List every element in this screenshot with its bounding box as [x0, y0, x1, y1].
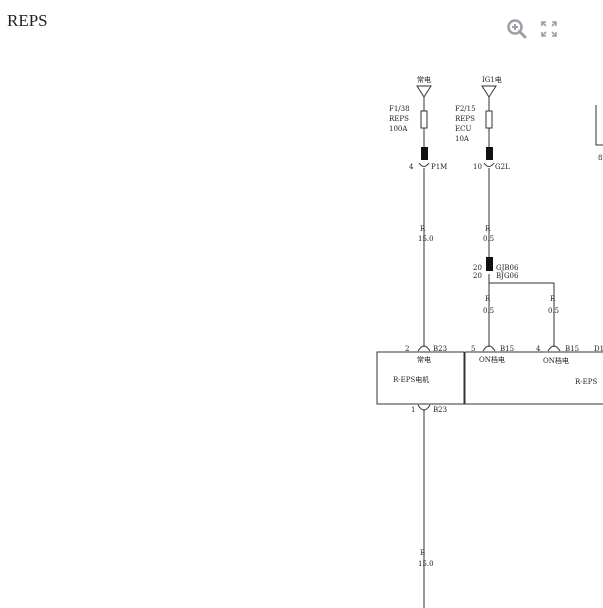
connector-p1m-shape: [418, 162, 430, 167]
fuse-1-line1: F1/38: [389, 105, 410, 113]
splice-gjb06: [486, 257, 493, 271]
fuse-2-line3: ECU: [455, 125, 471, 133]
wire-3-color: R: [485, 295, 491, 303]
wire-4-size: 0.5: [548, 307, 559, 315]
b15-a-name: B15: [500, 345, 514, 353]
fuse-2-line1: F2/15: [455, 105, 476, 113]
b15-b-pin: 4: [536, 345, 541, 353]
partial-box: [595, 105, 603, 146]
b23-top-label: 常电: [417, 355, 431, 364]
fuse-2-line4: 10A: [455, 135, 470, 143]
b15-b-label: ON档电: [543, 356, 569, 365]
fuse-1: [420, 110, 428, 129]
connector-b23-bottom-shape: [417, 404, 431, 411]
power-arrow-1: [416, 85, 432, 98]
connector-p1m-name: P1M: [431, 163, 447, 171]
fullscreen-button[interactable]: [538, 18, 560, 40]
connector-p1m-pin: 4: [409, 163, 414, 171]
eps-box-label: R-EPS: [575, 378, 597, 386]
r-eps-motor-box: [376, 351, 465, 405]
splice-name-1: GJB06: [496, 264, 519, 272]
splice-pin-1: 20: [473, 264, 482, 272]
b23-top-pin: 2: [405, 345, 409, 353]
wire-ground-size: 15.0: [418, 560, 434, 568]
splice-name-2: BJG06: [496, 272, 519, 280]
partial-d1: D1: [594, 345, 603, 353]
wire-2-size: 0.5: [483, 235, 494, 243]
wire-1-color: R: [420, 225, 426, 233]
splice-pin-2: 20: [473, 272, 482, 280]
wire-4-color: R: [550, 295, 556, 303]
connector-g2l: [486, 147, 493, 160]
r-eps-box: [464, 351, 603, 405]
zoom-in-button[interactable]: [506, 18, 528, 40]
power-label-2: IG1电: [482, 75, 502, 84]
fuse-2: [485, 110, 493, 129]
power-arrow-2: [481, 85, 497, 98]
wire-2-color: R: [485, 225, 491, 233]
connector-g2l-pin: 10: [473, 163, 482, 171]
partial-label-8: 8: [598, 154, 602, 162]
zoom-in-icon: [507, 19, 527, 39]
fullscreen-icon: [541, 21, 557, 37]
connector-b15-b-shape: [547, 345, 561, 352]
fuse-1-line3: 100A: [389, 125, 408, 133]
b23-bottom-name: B23: [433, 406, 447, 414]
b23-top-name: B23: [433, 345, 447, 353]
power-label-1: 常电: [417, 75, 431, 84]
wire-1-size: 15.0: [418, 235, 434, 243]
motor-box-label: R-EPS电机: [393, 375, 429, 384]
connector-g2l-shape: [483, 162, 495, 167]
wire-4: [489, 282, 555, 347]
b15-a-pin: 5: [471, 345, 475, 353]
b15-b-name: B15: [565, 345, 579, 353]
fuse-1-line2: REPS: [389, 115, 409, 123]
wire-ground-color: B: [420, 549, 425, 557]
connector-p1m: [421, 147, 428, 160]
fuse-2-line2: REPS: [455, 115, 475, 123]
b15-a-label: ON档电: [479, 355, 505, 364]
page-title: REPS: [7, 11, 48, 30]
connector-g2l-name: G2L: [495, 163, 510, 171]
connector-b15-a-shape: [482, 345, 496, 352]
wire-3-size: 0.5: [483, 307, 494, 315]
b23-bottom-pin: 1: [411, 406, 415, 414]
connector-b23-top-shape: [417, 345, 431, 352]
